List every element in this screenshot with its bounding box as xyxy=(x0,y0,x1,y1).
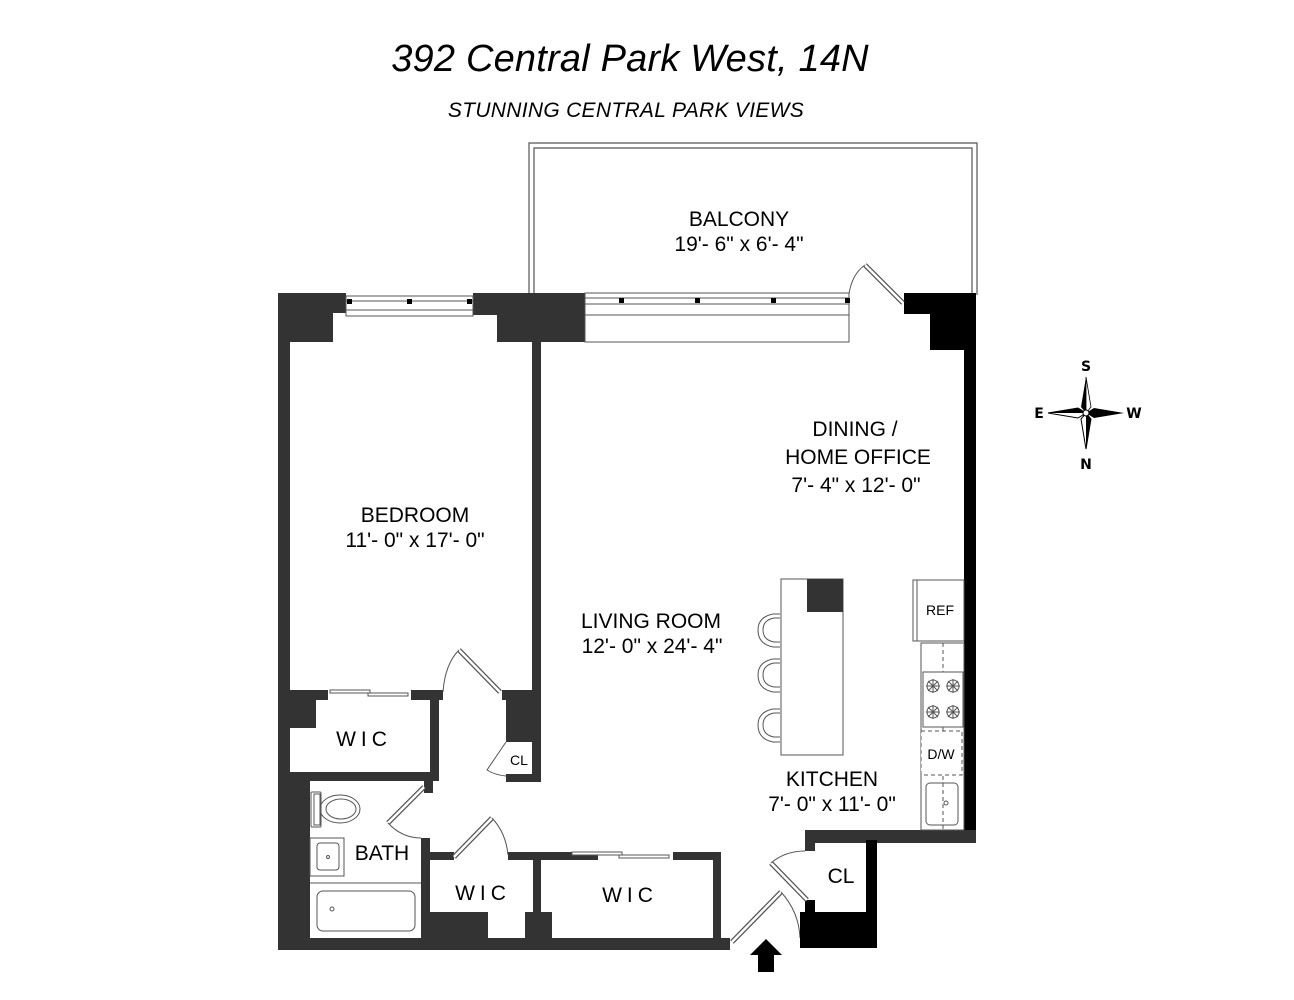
living-window xyxy=(584,292,850,343)
bath-sink xyxy=(309,837,345,877)
dishwasher xyxy=(920,730,963,776)
burner-icon xyxy=(946,705,960,719)
bath-label: BATH xyxy=(355,842,409,865)
entry-door[interactable] xyxy=(730,890,801,944)
compass-north-label: N xyxy=(1080,457,1092,473)
top-wall xyxy=(278,293,976,350)
entry-arrow-icon xyxy=(750,939,782,972)
bedroom-door[interactable] xyxy=(442,648,502,694)
kitchen-label: KITCHEN xyxy=(786,768,878,791)
balcony-dims: 19'- 6" x 6'- 4" xyxy=(674,233,803,256)
bath-door[interactable] xyxy=(386,785,426,839)
refrigerator xyxy=(912,579,965,642)
bedroom-wic-walls xyxy=(278,690,443,781)
bedroom-dims: 11'- 0" x 17'- 0" xyxy=(345,529,484,552)
plan-title: 392 Central Park West, 14N xyxy=(391,38,869,80)
entry-closet-label: CL xyxy=(828,865,855,888)
hall-wic-large-sliding-door[interactable] xyxy=(571,851,670,859)
balcony-door[interactable] xyxy=(848,263,905,305)
balcony-railing xyxy=(528,142,978,295)
hall-wic-small-door[interactable] xyxy=(452,816,509,859)
bathtub xyxy=(316,890,416,932)
hall-closet-label: CL xyxy=(510,752,528,768)
hall-wic-small-label: WIC xyxy=(455,882,511,905)
compass-east-label: E xyxy=(1034,406,1044,422)
bedroom-label: BEDROOM xyxy=(361,504,470,527)
stove xyxy=(922,671,964,728)
hall-closet-door[interactable] xyxy=(486,741,507,777)
bar-stools xyxy=(757,613,780,743)
dining-dims: 7'- 4" x 12'- 0" xyxy=(791,474,920,497)
compass-west-label: W xyxy=(1126,406,1141,422)
kitchen-island xyxy=(780,578,844,756)
bedroom-living-wall xyxy=(532,342,541,690)
compass-south-label: S xyxy=(1081,359,1091,375)
hall-closet-walls xyxy=(502,690,541,782)
balcony-label: BALCONY xyxy=(689,208,789,231)
burner-icon xyxy=(926,705,940,719)
kitchen-dims: 7'- 0" x 11'- 0" xyxy=(768,793,896,816)
toilet xyxy=(310,791,361,828)
hall-wic-walls xyxy=(430,852,721,938)
burner-icon xyxy=(926,679,940,693)
compass-rose-icon xyxy=(1047,376,1124,450)
living-room-dims: 12'- 0" x 24'- 4" xyxy=(582,635,723,658)
plan-subtitle: STUNNING CENTRAL PARK VIEWS xyxy=(447,99,805,122)
bedroom-wic-sliding-door[interactable] xyxy=(329,689,409,697)
dining-label-line2: HOME OFFICE xyxy=(785,446,931,469)
hall-wic-large-label: WIC xyxy=(602,884,658,907)
dishwasher-label: D/W xyxy=(927,746,955,762)
burner-icon xyxy=(946,679,960,693)
bedroom-window xyxy=(345,295,474,317)
bedroom-wic-label: WIC xyxy=(336,728,392,751)
dining-label-line1: DINING / xyxy=(812,418,897,441)
entry-closet-walls xyxy=(800,830,877,948)
living-room-label: LIVING ROOM xyxy=(581,610,721,633)
bath-walls xyxy=(278,781,433,950)
entry-closet-door[interactable] xyxy=(769,850,809,902)
refrigerator-label: REF xyxy=(926,602,954,618)
kitchen-sink xyxy=(925,782,959,826)
